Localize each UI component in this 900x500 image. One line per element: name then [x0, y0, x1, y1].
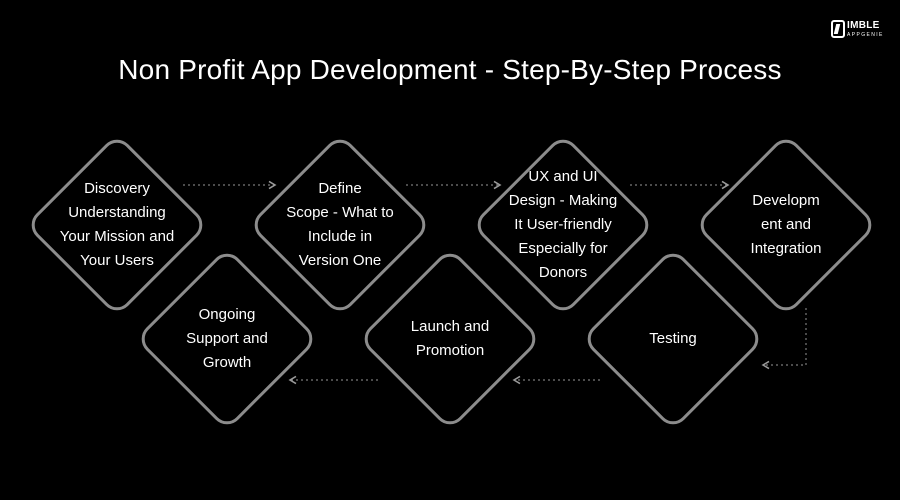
step-launch-promotion: Launch and Promotion	[357, 246, 543, 432]
step-label: Define Scope - What to Include in Versio…	[286, 180, 394, 269]
step-label: Launch and Promotion	[410, 318, 490, 359]
step-ongoing-support: Ongoing Support and Growth	[134, 246, 320, 432]
page-title: Non Profit App Development - Step-By-Ste…	[118, 54, 782, 85]
step-development-integration: Developm ent and Integration	[693, 132, 879, 318]
step-label: Developm ent and Integration	[750, 192, 822, 257]
step-label: Ongoing Support and Growth	[186, 306, 268, 371]
step-testing: Testing	[580, 246, 766, 432]
connector-4-5	[761, 308, 807, 370]
step-ux-ui-design: UX and UI Design - Making It User-friend…	[470, 132, 656, 318]
logo-subtitle: APPGENIE	[847, 32, 884, 38]
step-label: Discovery Understanding Your Mission and…	[59, 180, 175, 269]
step-label: UX and UI Design - Making It User-friend…	[508, 168, 618, 281]
step-label: Testing	[649, 330, 697, 347]
logo-word: IMBLE	[847, 20, 880, 31]
step-define-scope: Define Scope - What to Include in Versio…	[247, 132, 433, 318]
logo-mark-icon	[831, 20, 845, 38]
step-discovery: Discovery Understanding Your Mission and…	[24, 132, 210, 318]
brand-logo: IMBLE APPGENIE	[831, 20, 887, 42]
